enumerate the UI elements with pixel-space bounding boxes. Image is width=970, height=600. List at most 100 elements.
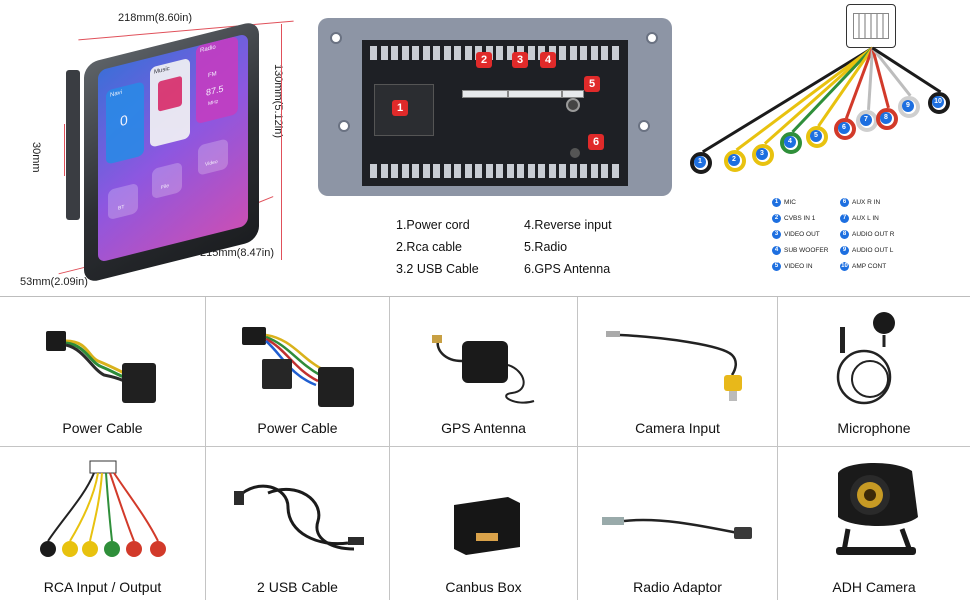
vent-slot <box>443 164 451 178</box>
canbus-box-icon <box>454 497 520 555</box>
app-tile-radio: Radio FM 87.5 MHz <box>196 35 238 125</box>
accessory-label: Canbus Box <box>445 579 522 595</box>
head-unit-illustration: 218mm(8.60in) 130mm(5.12in) 30mm 215mm(8… <box>14 6 304 291</box>
vent-slot <box>506 164 514 178</box>
app-tile-file: File <box>152 161 182 200</box>
accessory-card-rca: RCA Input / Output <box>0 447 206 600</box>
harness-legend-label: AUDIO OUT L <box>852 247 894 255</box>
vent-slot <box>496 164 503 178</box>
accessory-label: Power Cable <box>257 420 338 436</box>
radio-band: FM <box>208 71 217 80</box>
vent-slot <box>464 164 472 178</box>
camera-input-cable-icon <box>606 331 742 401</box>
mounting-hole <box>338 120 350 132</box>
depth-dimension-label: 53mm(2.09in) <box>20 276 88 288</box>
vent-slot <box>412 164 419 178</box>
app-tile-video: Video <box>198 138 228 176</box>
harness-legend-label: CVBS IN 1 <box>784 215 816 223</box>
harness-legend-number: 4 <box>772 246 781 255</box>
rca-number-badge: 9 <box>902 100 914 112</box>
rca-cable-icon <box>40 460 166 557</box>
power-harness-icon <box>242 327 354 407</box>
rca-number-badge: 10 <box>932 96 944 108</box>
vent-slot <box>559 46 566 60</box>
vent-slot <box>422 164 430 178</box>
vent-slot <box>422 46 430 60</box>
power-cable-icon <box>46 331 156 403</box>
vent-slot <box>580 46 587 60</box>
vent-slot <box>380 46 388 60</box>
harness-legend-number: 7 <box>840 214 849 223</box>
vent-slot <box>601 46 608 60</box>
vent-slot <box>569 164 577 178</box>
harness-legend-label: MIC <box>784 199 796 207</box>
accessory-label: Radio Adaptor <box>633 579 722 595</box>
connector-legend: 1.Power cord 4.Reverse input 2.Rca cable… <box>396 218 656 282</box>
gps-antenna-icon <box>432 335 535 404</box>
vent-slot <box>391 164 398 178</box>
legend-item: 3.2 USB Cable <box>396 262 479 276</box>
badge-1: 1 <box>392 100 408 116</box>
rca-number-badge: 6 <box>838 122 850 134</box>
vent-slot <box>611 46 619 60</box>
vent-slot <box>433 164 440 178</box>
vent-slot <box>401 46 409 60</box>
power-connector <box>374 84 434 136</box>
accessory-card-camera: ADH Camera <box>778 447 970 600</box>
radio-port <box>566 98 580 112</box>
accessory-card-gps-antenna: GPS Antenna <box>390 297 578 447</box>
accessory-card-power-harness: Power Cable <box>206 297 390 447</box>
badge-4: 4 <box>540 52 556 68</box>
head-unit-screen: Navi 0 Music Radio FM 87.5 MHz BT File V… <box>98 33 248 263</box>
accessory-card-radio-adaptor: Radio Adaptor <box>578 447 778 600</box>
app-tile-bt: BT <box>108 182 138 221</box>
harness-legend-number: 5 <box>772 262 781 271</box>
mounting-hole <box>646 32 658 44</box>
vent-slot <box>412 46 419 60</box>
radio-unit: MHz <box>208 98 219 108</box>
rear-connector-panel: 1 2 3 4 5 6 <box>318 18 672 196</box>
usb-port <box>508 90 562 98</box>
vent-slot <box>475 164 482 178</box>
harness-legend-number: 3 <box>772 230 781 239</box>
vent-slot <box>569 46 577 60</box>
camera-icon <box>836 462 918 555</box>
rca-number-badge: 2 <box>728 154 740 166</box>
rca-number-badge: 7 <box>860 114 872 126</box>
vent-slot <box>454 46 461 60</box>
harness-plug <box>846 4 896 48</box>
vent-slot <box>433 46 440 60</box>
harness-legend-number: 10 <box>840 262 849 271</box>
badge-5: 5 <box>584 76 600 92</box>
vent-slot <box>506 46 514 60</box>
radio-frequency: 87.5 <box>206 83 224 98</box>
vent-slot <box>527 164 535 178</box>
harness-legend-label: AUX L IN <box>852 215 879 223</box>
plug-pins <box>853 13 889 39</box>
mounting-bracket <box>66 70 80 220</box>
mounting-hole <box>638 120 650 132</box>
vent-slot <box>590 164 598 178</box>
harness-legend-number: 2 <box>772 214 781 223</box>
accessory-grid: Power Cable Power Cable GPS Antenna <box>0 296 970 600</box>
vent-slot <box>380 164 388 178</box>
harness-legend-number: 1 <box>772 198 781 207</box>
accessory-label: 2 USB Cable <box>257 579 338 595</box>
usb-cable-icon <box>234 484 364 551</box>
vent-slot <box>590 46 598 60</box>
vent-slot <box>548 164 556 178</box>
harness-legend-number: 6 <box>840 198 849 207</box>
accessory-label: Power Cable <box>62 420 143 436</box>
accessory-card-usb: 2 USB Cable <box>206 447 390 600</box>
navi-readout: 0 <box>120 111 128 130</box>
accessory-card-power-cable: Power Cable <box>0 297 206 447</box>
harness-legend-number: 9 <box>840 246 849 255</box>
